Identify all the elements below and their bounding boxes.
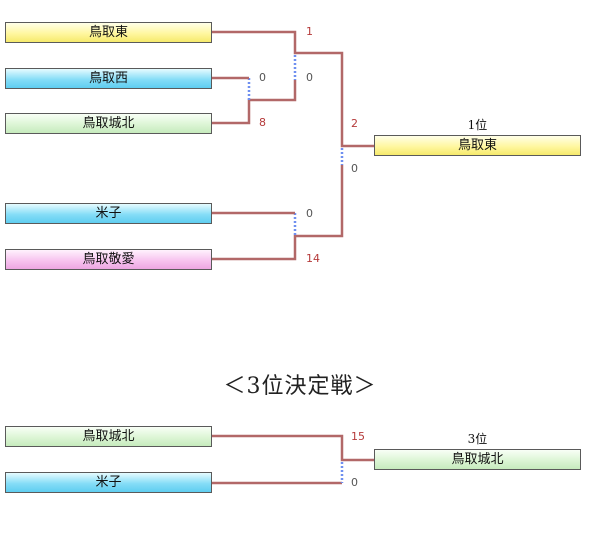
team-tottori-keiai: 鳥取敬愛 (5, 249, 212, 270)
winner-rank: 1位 (467, 118, 488, 132)
third-winner-rank: 3位 (467, 432, 488, 446)
score-r1-bot-a: 0 (306, 207, 313, 220)
score-final-top: 2 (351, 117, 358, 130)
third-score-bottom: 0 (351, 476, 358, 489)
line-tottori-higashi-r1 (212, 30, 374, 148)
team-tottori-nishi: 鳥取西 (5, 68, 212, 89)
third-score-top: 15 (351, 430, 365, 443)
score-final-bot: 0 (351, 162, 358, 175)
third-team-tottori-johoku: 鳥取城北 (5, 426, 212, 447)
score-r1-mid-a: 0 (259, 71, 266, 84)
team-yonago: 米子 (5, 203, 212, 224)
team-tottori-johoku: 鳥取城北 (5, 113, 212, 134)
score-r1-top: 1 (306, 25, 313, 38)
line-tottori-keiai-r1 (212, 165, 344, 261)
score-r1-mid-c: 8 (259, 116, 266, 129)
score-r1-mid-b: 0 (306, 71, 313, 84)
line-third-johoku (212, 434, 374, 462)
score-r1-bot-b: 14 (306, 252, 320, 265)
third-winner-team: 鳥取城北 (374, 449, 581, 470)
winner-team: 鳥取東 (374, 135, 581, 156)
line-tottori-johoku-r1 (212, 80, 297, 125)
third-team-yonago: 米子 (5, 472, 212, 493)
team-tottori-higashi: 鳥取東 (5, 22, 212, 43)
third-place-title: ＜3位決定戦＞ (223, 374, 377, 399)
